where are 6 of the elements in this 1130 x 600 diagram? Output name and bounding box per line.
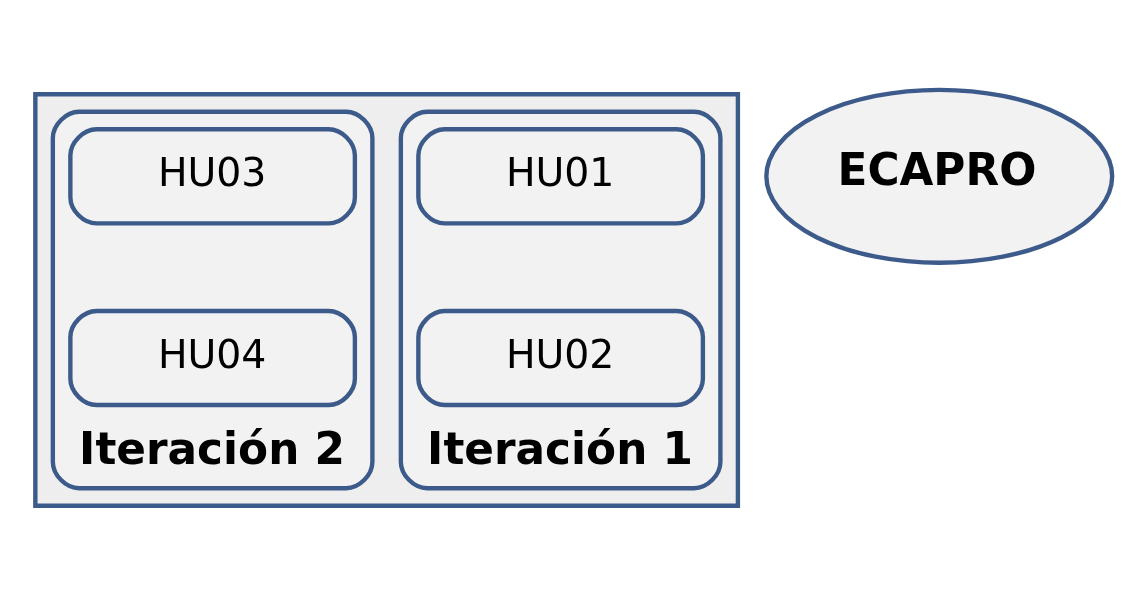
cluster: [33, 92, 741, 508]
node-box: HU04: [68, 308, 358, 408]
node-box: HU03: [68, 127, 358, 226]
node-box: HU02: [416, 308, 706, 408]
node-ellipse: ECAPRO: [764, 87, 1115, 265]
node-box: HU01: [416, 127, 706, 226]
